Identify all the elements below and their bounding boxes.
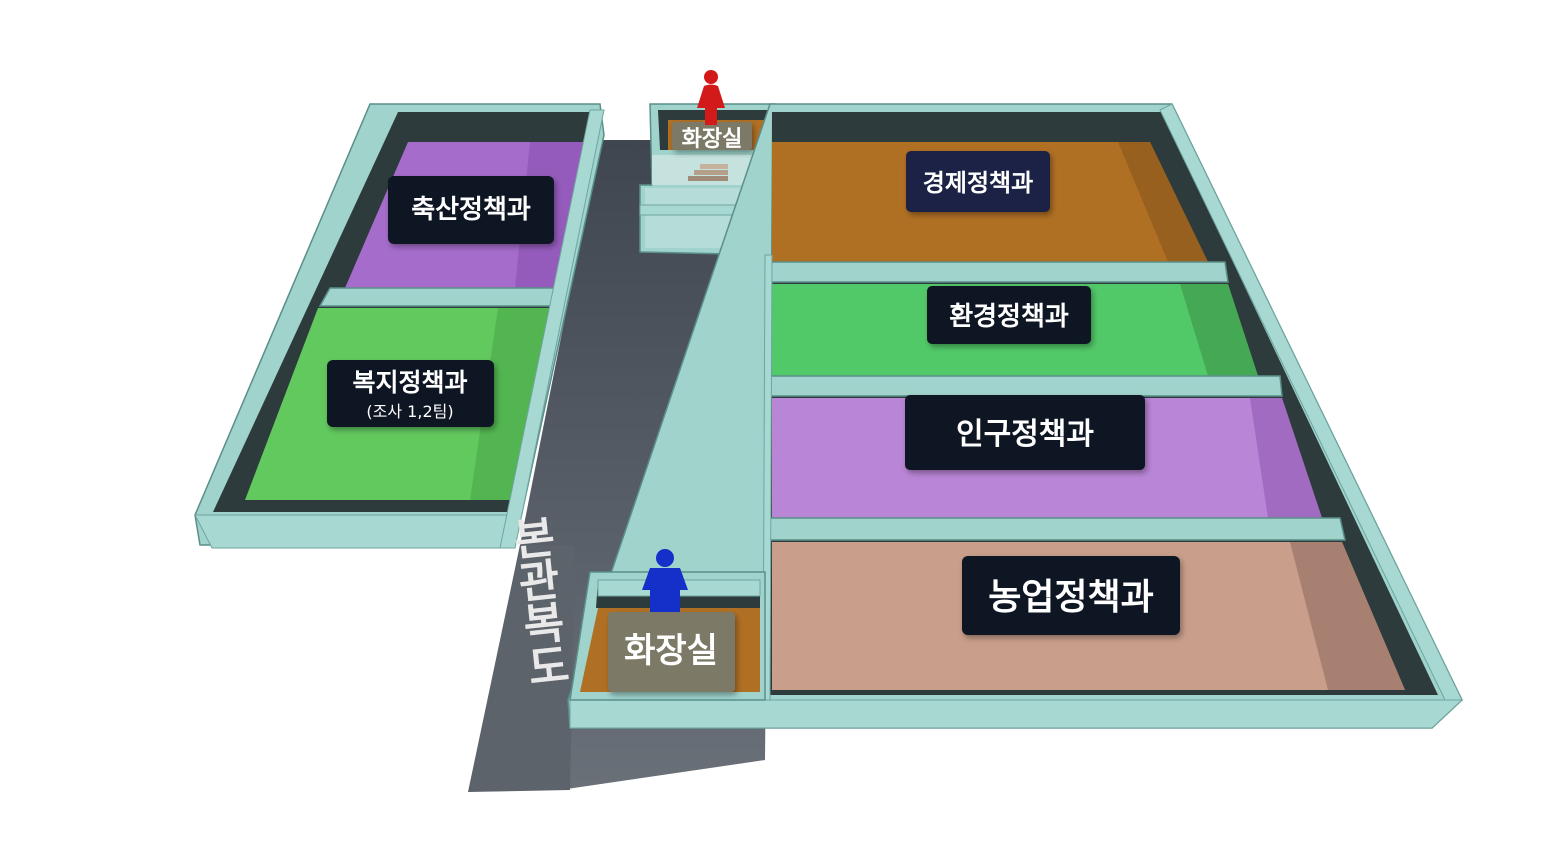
corridor-char-1: 본	[512, 512, 558, 567]
label-welfare-text: 복지정책과	[352, 368, 467, 397]
corridor-char-3: 복	[521, 597, 567, 652]
stairs-icon	[688, 164, 728, 181]
label-welfare-sub: (조사 1,2팀)	[366, 402, 453, 421]
label-environment[interactable]: 환경정책과	[927, 286, 1091, 344]
top-restroom-label: 화장실	[682, 127, 743, 152]
label-population-text: 인구정책과	[956, 417, 1094, 452]
corridor-label: 본 관 복 도	[512, 512, 572, 695]
corridor-char-4: 도	[526, 640, 572, 695]
label-agriculture-text: 농업정책과	[988, 577, 1154, 618]
label-agriculture[interactable]: 농업정책과	[962, 556, 1180, 635]
label-economy-text: 경제정책과	[923, 169, 1033, 197]
corridor-char-2: 관	[516, 555, 562, 610]
label-environment-text: 환경정책과	[949, 302, 1069, 332]
male-person-icon	[642, 549, 688, 612]
label-population[interactable]: 인구정책과	[905, 395, 1145, 470]
female-person-icon	[697, 70, 725, 125]
label-livestock[interactable]: 축산정책과	[388, 176, 554, 244]
label-livestock-text: 축산정책과	[411, 195, 531, 225]
bottom-service-core: 화장실	[569, 549, 766, 701]
bottom-restroom[interactable]: 화장실	[608, 612, 735, 692]
label-welfare[interactable]: 복지정책과 (조사 1,2팀)	[327, 360, 494, 427]
top-restroom[interactable]: 화장실	[672, 122, 752, 152]
bottom-restroom-label: 화장실	[624, 631, 718, 671]
label-economy[interactable]: 경제정책과	[906, 151, 1050, 212]
